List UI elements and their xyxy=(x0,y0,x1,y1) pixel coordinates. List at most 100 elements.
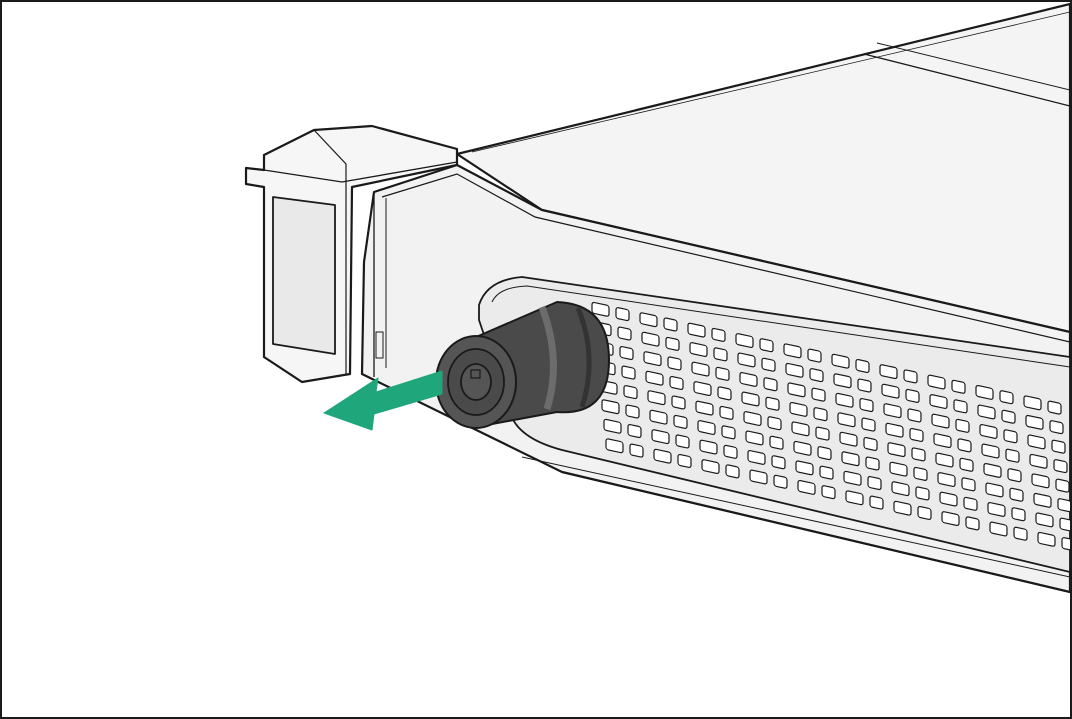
vent-slot xyxy=(759,338,774,353)
vent-slot xyxy=(1049,420,1064,435)
vent-slot xyxy=(699,439,718,455)
vent-slot xyxy=(793,440,812,456)
vent-slot xyxy=(861,417,876,432)
vent-slot xyxy=(1007,468,1022,483)
vent-slot xyxy=(647,390,666,406)
vent-slot xyxy=(963,496,978,511)
vent-slot xyxy=(737,352,756,368)
vent-slot xyxy=(1055,478,1070,493)
vent-slot xyxy=(741,391,760,407)
vent-slot xyxy=(811,387,826,402)
vent-slot xyxy=(999,390,1014,405)
vent-grid xyxy=(591,301,1070,552)
vent-slot xyxy=(675,434,690,449)
vent-slot xyxy=(937,472,956,488)
vent-slot xyxy=(833,373,852,389)
vent-slot xyxy=(591,301,610,317)
vent-slot xyxy=(773,474,788,489)
vent-slot xyxy=(763,377,778,392)
vent-slot xyxy=(641,331,660,347)
vent-slot xyxy=(981,443,1000,459)
vent-slot xyxy=(905,388,920,403)
vent-slot xyxy=(1009,487,1024,502)
vent-slot xyxy=(1047,400,1062,415)
arrow-left-icon xyxy=(323,370,443,431)
vent-slot xyxy=(697,420,716,435)
vent-slot xyxy=(887,442,906,458)
vent-slot xyxy=(809,368,824,383)
vent-slot xyxy=(719,405,734,420)
vent-slot xyxy=(677,453,692,468)
vent-slot xyxy=(903,369,918,384)
vent-slot xyxy=(1027,434,1046,450)
vent-slot xyxy=(605,438,624,454)
vent-slot xyxy=(711,327,726,342)
vent-slot xyxy=(1003,429,1018,444)
vent-slot xyxy=(749,469,768,485)
vent-slot xyxy=(1025,414,1044,430)
vent-slot xyxy=(951,379,966,394)
vent-slot xyxy=(771,455,786,470)
vent-slot xyxy=(615,307,630,322)
vent-slot xyxy=(1037,531,1056,547)
vent-slot xyxy=(907,408,922,423)
vent-slot xyxy=(621,365,636,380)
vent-slot xyxy=(665,336,680,351)
vent-slot xyxy=(743,411,762,426)
vent-slot xyxy=(701,459,720,475)
vent-slot xyxy=(917,505,932,521)
vent-slot xyxy=(1057,498,1070,513)
vent-slot xyxy=(931,413,950,429)
vent-slot xyxy=(911,447,926,462)
vent-slot xyxy=(977,404,996,420)
vent-slot xyxy=(869,495,884,510)
vent-slot xyxy=(735,333,754,348)
vent-slot xyxy=(961,477,976,492)
vent-slot xyxy=(795,460,814,476)
vent-slot xyxy=(747,450,766,465)
vent-slot xyxy=(783,343,802,359)
vent-slot xyxy=(649,409,668,425)
vent-slot xyxy=(815,426,830,441)
vent-slot xyxy=(859,398,874,413)
vent-slot xyxy=(889,461,908,477)
vent-slot xyxy=(845,490,864,506)
vent-slot xyxy=(975,384,994,400)
vent-slot xyxy=(959,457,974,472)
vent-slot xyxy=(841,451,860,467)
vent-slot xyxy=(821,485,836,500)
vent-slot xyxy=(1061,537,1070,552)
vent-slot xyxy=(835,392,854,408)
vent-slot xyxy=(867,476,882,491)
vent-slot xyxy=(603,418,622,434)
vent-slot xyxy=(1013,526,1028,541)
vent-slot xyxy=(739,372,758,387)
chassis-top xyxy=(455,2,1070,334)
vent-slot xyxy=(953,399,968,414)
vent-slot xyxy=(883,403,902,419)
vent-slot xyxy=(623,385,638,400)
vent-slot xyxy=(1001,409,1016,424)
vent-slot xyxy=(715,366,730,381)
vent-slot xyxy=(813,407,828,422)
vent-slot xyxy=(689,342,708,357)
vent-slot xyxy=(667,356,682,371)
vent-slot xyxy=(965,516,980,531)
vent-slot xyxy=(817,446,832,461)
vent-slot xyxy=(693,381,712,397)
vent-slot xyxy=(619,346,634,361)
vent-slot xyxy=(653,448,672,464)
vent-slot xyxy=(855,358,870,374)
vent-slot xyxy=(787,382,806,398)
vent-slot xyxy=(915,486,930,501)
vent-slot xyxy=(639,312,658,328)
front-bezel xyxy=(360,163,1070,594)
vent-slot xyxy=(1059,517,1070,532)
vent-slot xyxy=(643,351,662,367)
vent-slot xyxy=(985,482,1004,498)
vent-slot xyxy=(725,464,740,479)
vent-slot xyxy=(839,431,858,447)
vent-slot xyxy=(1029,453,1048,469)
vent-slot xyxy=(651,429,670,445)
vent-slot xyxy=(989,521,1008,537)
